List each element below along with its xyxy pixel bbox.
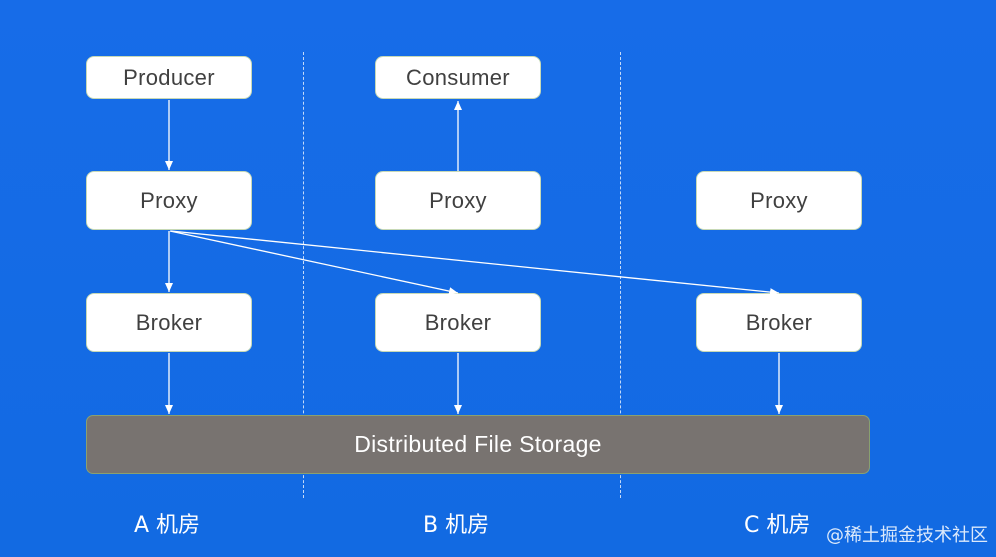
distributed-file-storage: Distributed File Storage xyxy=(86,415,870,474)
broker-node-b: Broker xyxy=(375,293,541,352)
storage-label: Distributed File Storage xyxy=(354,431,602,457)
broker-b-label: Broker xyxy=(424,309,492,335)
consumer-node: Consumer xyxy=(375,56,541,99)
broker-node-c: Broker xyxy=(696,293,862,352)
proxy-node-b: Proxy xyxy=(375,171,541,230)
proxy-b-label: Proxy xyxy=(429,187,487,213)
broker-node-a: Broker xyxy=(86,293,252,352)
arrow-proxy-a-to-broker-b xyxy=(169,230,459,296)
consumer-label: Consumer xyxy=(406,64,510,90)
producer-node: Producer xyxy=(86,56,252,99)
broker-a-label: Broker xyxy=(135,309,203,335)
source-watermark: @稀土掘金技术社区 xyxy=(826,525,988,546)
proxy-a-label: Proxy xyxy=(140,187,198,213)
proxy-node-c: Proxy xyxy=(696,171,862,230)
room-label-c: C 机房 xyxy=(744,513,811,538)
proxy-c-label: Proxy xyxy=(750,187,808,213)
arrow-proxy-a-to-broker-c xyxy=(170,230,780,297)
proxy-node-a: Proxy xyxy=(86,171,252,230)
producer-label: Producer xyxy=(123,64,215,90)
room-label-b: B 机房 xyxy=(423,513,490,538)
room-label-a: A 机房 xyxy=(134,513,201,538)
broker-c-label: Broker xyxy=(745,309,813,335)
